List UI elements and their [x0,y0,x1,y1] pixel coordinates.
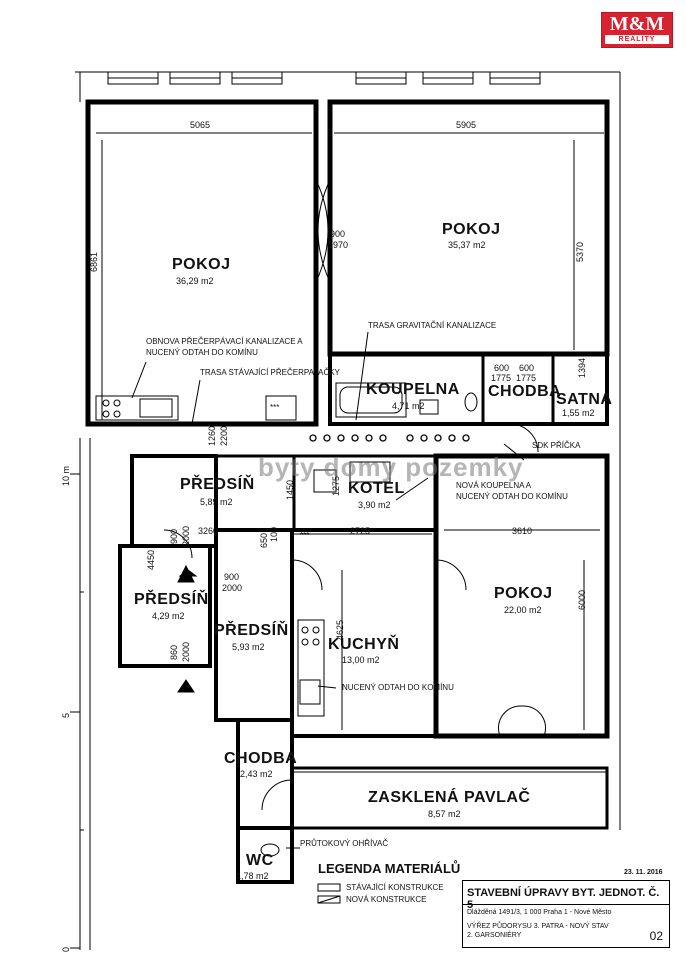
dim-860: 860 [169,644,179,660]
room-kotel-area: 3,90 m2 [358,500,391,510]
note-nova-koupelna-line1: NOVÁ KOUPELNA A [456,481,532,490]
title-address: Dlážděná 1491/3, 1 000 Praha 1 - Nové Mě… [467,909,612,916]
window-4 [355,71,407,85]
note-stars-1: *** [270,403,280,412]
dim-6000: 6000 [577,589,587,610]
window-1 [107,71,159,85]
dim-1775-b: 1775 [516,373,537,383]
dim-1260: 1260 [207,425,217,446]
mm-reality-logo: M&M REALITY [601,12,673,48]
room-chodba-1-name: CHODBA [488,383,562,400]
room-pokoj-1-area: 36,29 m2 [176,276,214,286]
dim-1275: 1275 [331,475,341,496]
room-pavlac-name: ZASKLENÁ PAVLAČ [368,789,531,806]
dim-600-b: 600 [519,363,535,373]
room-pokoj-2-name: POKOJ [442,221,501,238]
title-description: VÝŘEZ PŮDORYSU 3. PATRA - NOVÝ STAV 2. G… [467,922,609,940]
dim-5370: 5370 [575,241,585,262]
logo-text: M&M [609,13,665,35]
dim-2000-c: 2000 [181,641,191,662]
dim-5905: 5905 [456,120,477,130]
dim-600-a: 600 [494,363,510,373]
dim-900-c: 900 [224,572,240,582]
dim-1970: 1970 [328,240,349,250]
dim-3260: 3260 [198,526,219,536]
legend-title: LEGENDA MATERIÁLŮ [318,861,461,876]
room-predsin-3-name: PŘEDSÍŇ [214,622,289,639]
note-odtah-kuchyn: NUCENÝ ODTAH DO KOMÍNU [342,683,454,692]
room-koupelna-area: 4,71 m2 [392,401,425,411]
note-obnova-line1: OBNOVA PŘEČERPÁVACÍ KANALIZACE A [146,337,303,346]
dim-1394: 1394 [577,357,587,378]
legend-existing: STÁVAJÍCÍ KONSTRUKCE [346,883,444,892]
note-stars-2: *** [300,531,310,540]
room-satna-area: 1,55 m2 [562,408,595,418]
dim-4625: 4625 [335,619,345,640]
room-kuchyn-name: KUCHYŇ [328,636,400,653]
room-predsin-1-area: 5,89 m2 [200,497,233,507]
note-precerpavacky: TRASA STÁVAJÍCÍ PŘEČERPAVAČKY [200,368,340,377]
note-sdk-pricka: SDK PŘÍČKA [532,441,581,450]
room-predsin-2-area: 4,29 m2 [152,611,185,621]
note-gravitacni: TRASA GRAVITAČNÍ KANALIZACE [368,321,497,330]
room-pavlac-area: 8,57 m2 [428,809,461,819]
room-pokoj-3-name: POKOJ [494,585,553,602]
dim-1450: 1450 [285,479,295,500]
sheet-number: 02 [649,929,663,943]
room-wc-area: 1,78 m2 [236,871,269,881]
dim-900-door: 900 [330,229,346,239]
watermark-text: byty domy pozemky [258,452,524,482]
room-kuchyn-area: 13,00 m2 [342,655,380,665]
title-main: STAVEBNÍ ÚPRAVY BYT. JEDNOT. Č. 5 [463,881,669,911]
room-pokoj-1-name: POKOJ [172,256,231,273]
room-predsin-3-area: 5,93 m2 [232,642,265,652]
note-prutokovy-ohrivac: PRŮTOKOVÝ OHŘÍVAČ [300,839,389,848]
note-nova-koupelna-line2: NUCENÝ ODTAH DO KOMÍNU [456,492,568,501]
dim-900-b: 900 [169,528,179,544]
dim-5065: 5065 [190,120,211,130]
room-kotel-name: KOTEL [348,480,405,497]
scale-5: 5 [61,712,71,718]
logo-subtext: REALITY [605,35,669,44]
window-6 [489,71,541,85]
scale-10m: 10 m [61,465,71,486]
dim-1775-a: 1775 [491,373,512,383]
dim-100: 100 [269,526,279,542]
dim-650: 650 [259,532,269,548]
room-wc-name: WC [246,852,274,869]
window-3 [231,71,283,85]
room-predsin-2-name: PŘEDSÍŇ [134,591,209,608]
legend-new: NOVÁ KONSTRUKCE [346,895,427,904]
note-obnova-line2: NUCENÝ ODTAH DO KOMÍNU [146,348,258,357]
title-date: 23. 11. 2016 [624,869,663,876]
room-koupelna-name: KOUPELNA [366,381,460,398]
title-block: STAVEBNÍ ÚPRAVY BYT. JEDNOT. Č. 5 Dláždě… [462,880,670,948]
dim-2000-b: 2000 [222,583,243,593]
room-pokoj-3-area: 22,00 m2 [504,605,542,615]
dim-6861: 6861 [89,251,99,272]
room-chodba-2-name: CHODBA [224,750,298,767]
window-5 [422,71,474,85]
dim-4450: 4450 [146,549,156,570]
title-desc-line2: 2. GARSONIÉRY [467,932,522,939]
dim-2000-a: 2000 [181,525,191,546]
room-pokoj-2-area: 35,37 m2 [448,240,486,250]
scale-0: 0 [61,946,71,952]
window-2 [169,71,221,85]
dim-2200: 2200 [219,425,229,446]
room-satna-name: SATNA [556,391,613,408]
dim-2725: 2725 [350,526,371,536]
room-predsin-1-name: PŘEDSÍŇ [180,476,255,493]
room-chodba-2-area: 2,43 m2 [240,769,273,779]
title-desc-line1: VÝŘEZ PŮDORYSU 3. PATRA - NOVÝ STAV [467,923,609,930]
dim-3610: 3610 [512,526,533,536]
